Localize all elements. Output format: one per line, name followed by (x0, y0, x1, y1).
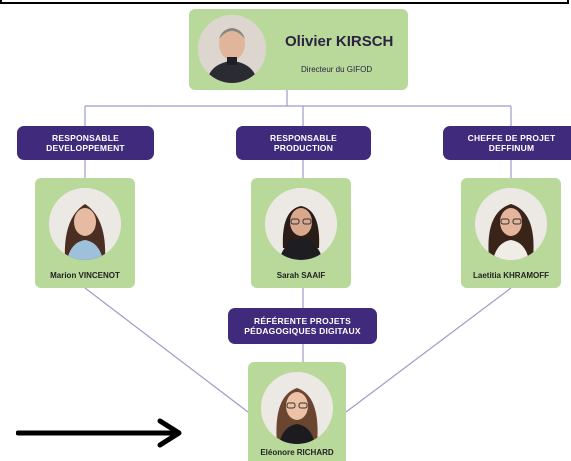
person-portrait-icon (49, 188, 121, 260)
role-badge-cheffe: CHEFFE DE PROJET DEFFINUM (443, 126, 571, 160)
person-card-laetitia: Laetitia KHRAMOFF (461, 178, 561, 288)
top-frame-border (0, 0, 569, 4)
person-name: Laetitia KHRAMOFF (473, 271, 549, 280)
person-portrait-icon (265, 188, 337, 260)
person-name: Marion VINCENOT (50, 271, 120, 280)
person-portrait-icon (198, 15, 266, 83)
person-name: Sarah SAAIF (276, 271, 326, 280)
person-card-sarah: Sarah SAAIF (251, 178, 351, 288)
person-card-marion: Marion VINCENOT (35, 178, 135, 288)
role-badge-referente: RÉFÉRENTE PROJETS PÉDAGOGIQUES DIGITAUX (228, 308, 377, 344)
director-card: Olivier KIRSCH Directeur du GIFOD (189, 9, 408, 90)
person-card-eleonore: Eléonore RICHARD (248, 362, 346, 461)
director-title: Directeur du GIFOD (301, 65, 373, 74)
person-portrait-icon (475, 188, 547, 260)
arrow-right-icon (16, 418, 182, 448)
person-name: Eléonore RICHARD (260, 448, 334, 457)
person-portrait-icon (261, 372, 333, 444)
role-badge-dev: RESPONSABLE DEVELOPPEMENT (17, 126, 154, 160)
director-name: Olivier KIRSCH (285, 33, 394, 50)
role-badge-prod: RESPONSABLE PRODUCTION (236, 126, 371, 160)
